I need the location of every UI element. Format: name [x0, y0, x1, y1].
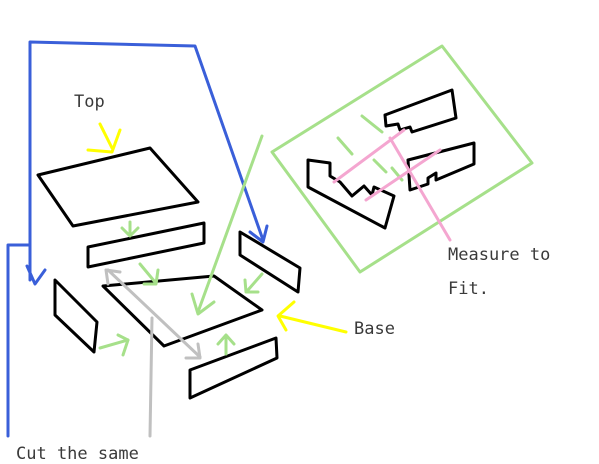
label-cut-the-same: Cut the same: [16, 444, 139, 464]
yellow-arrowhead-base: [276, 300, 296, 332]
green-arrowhead-left-panel: [116, 333, 130, 357]
green-arrowhead-top-down: [120, 226, 140, 238]
label-base: Base: [354, 319, 395, 339]
gray-arrowhead-start: [104, 268, 122, 286]
blue-arrowhead-left-panel: [25, 264, 47, 286]
yellow-arrow-top: [98, 122, 114, 150]
right-side-panel: [238, 230, 302, 294]
label-measure-line1: Measure to: [448, 245, 550, 265]
blue-arrowhead-right-panel: [248, 224, 269, 244]
gray-arrows: [104, 268, 202, 438]
parts: [36, 88, 476, 400]
pink-lines: [332, 128, 452, 242]
green-arrows: [98, 44, 534, 357]
pink-line-diagonal-2: [364, 148, 442, 202]
green-arrow-left-panel: [98, 338, 130, 350]
green-arrow-right: [246, 272, 264, 292]
green-arrowhead-right: [243, 278, 260, 294]
yellow-arrow-base: [278, 314, 348, 334]
label-measure-line2: Fit.: [448, 279, 489, 299]
green-arrowhead-mid: [142, 268, 160, 286]
gray-double-arrow: [106, 268, 202, 359]
green-arrow-box-1: [336, 136, 354, 156]
blue-arrow-top-to-right-panel: [28, 40, 265, 282]
blue-line-left-border: [6, 243, 32, 438]
front-edge-panel: [86, 221, 206, 269]
bracket-piece-top: [383, 88, 458, 134]
bracket-piece-middle: [406, 141, 476, 192]
pink-line-to-label: [388, 136, 452, 242]
green-measure-box: [270, 44, 534, 274]
back-edge-panel: [188, 336, 279, 400]
yellow-arrows: [86, 122, 348, 334]
green-arrowhead-long: [190, 292, 216, 316]
base-panel: [101, 274, 264, 348]
top-panel: [36, 146, 200, 228]
green-arrow-box-2: [360, 114, 384, 134]
yellow-arrowhead-top: [86, 128, 122, 154]
label-top: Top: [74, 92, 105, 112]
bracket-piece-left: [306, 158, 396, 230]
blue-arrows: [6, 40, 269, 438]
gray-arrowhead-end: [184, 342, 202, 360]
green-arrow-box-3: [372, 158, 388, 174]
green-arrowhead-base-up: [216, 333, 236, 346]
green-arrow-mid: [138, 262, 157, 284]
pink-line-diagonal-1: [332, 128, 406, 184]
left-side-panel: [53, 278, 99, 354]
green-arrow-long: [196, 134, 264, 314]
gray-line-to-label: [148, 316, 154, 438]
